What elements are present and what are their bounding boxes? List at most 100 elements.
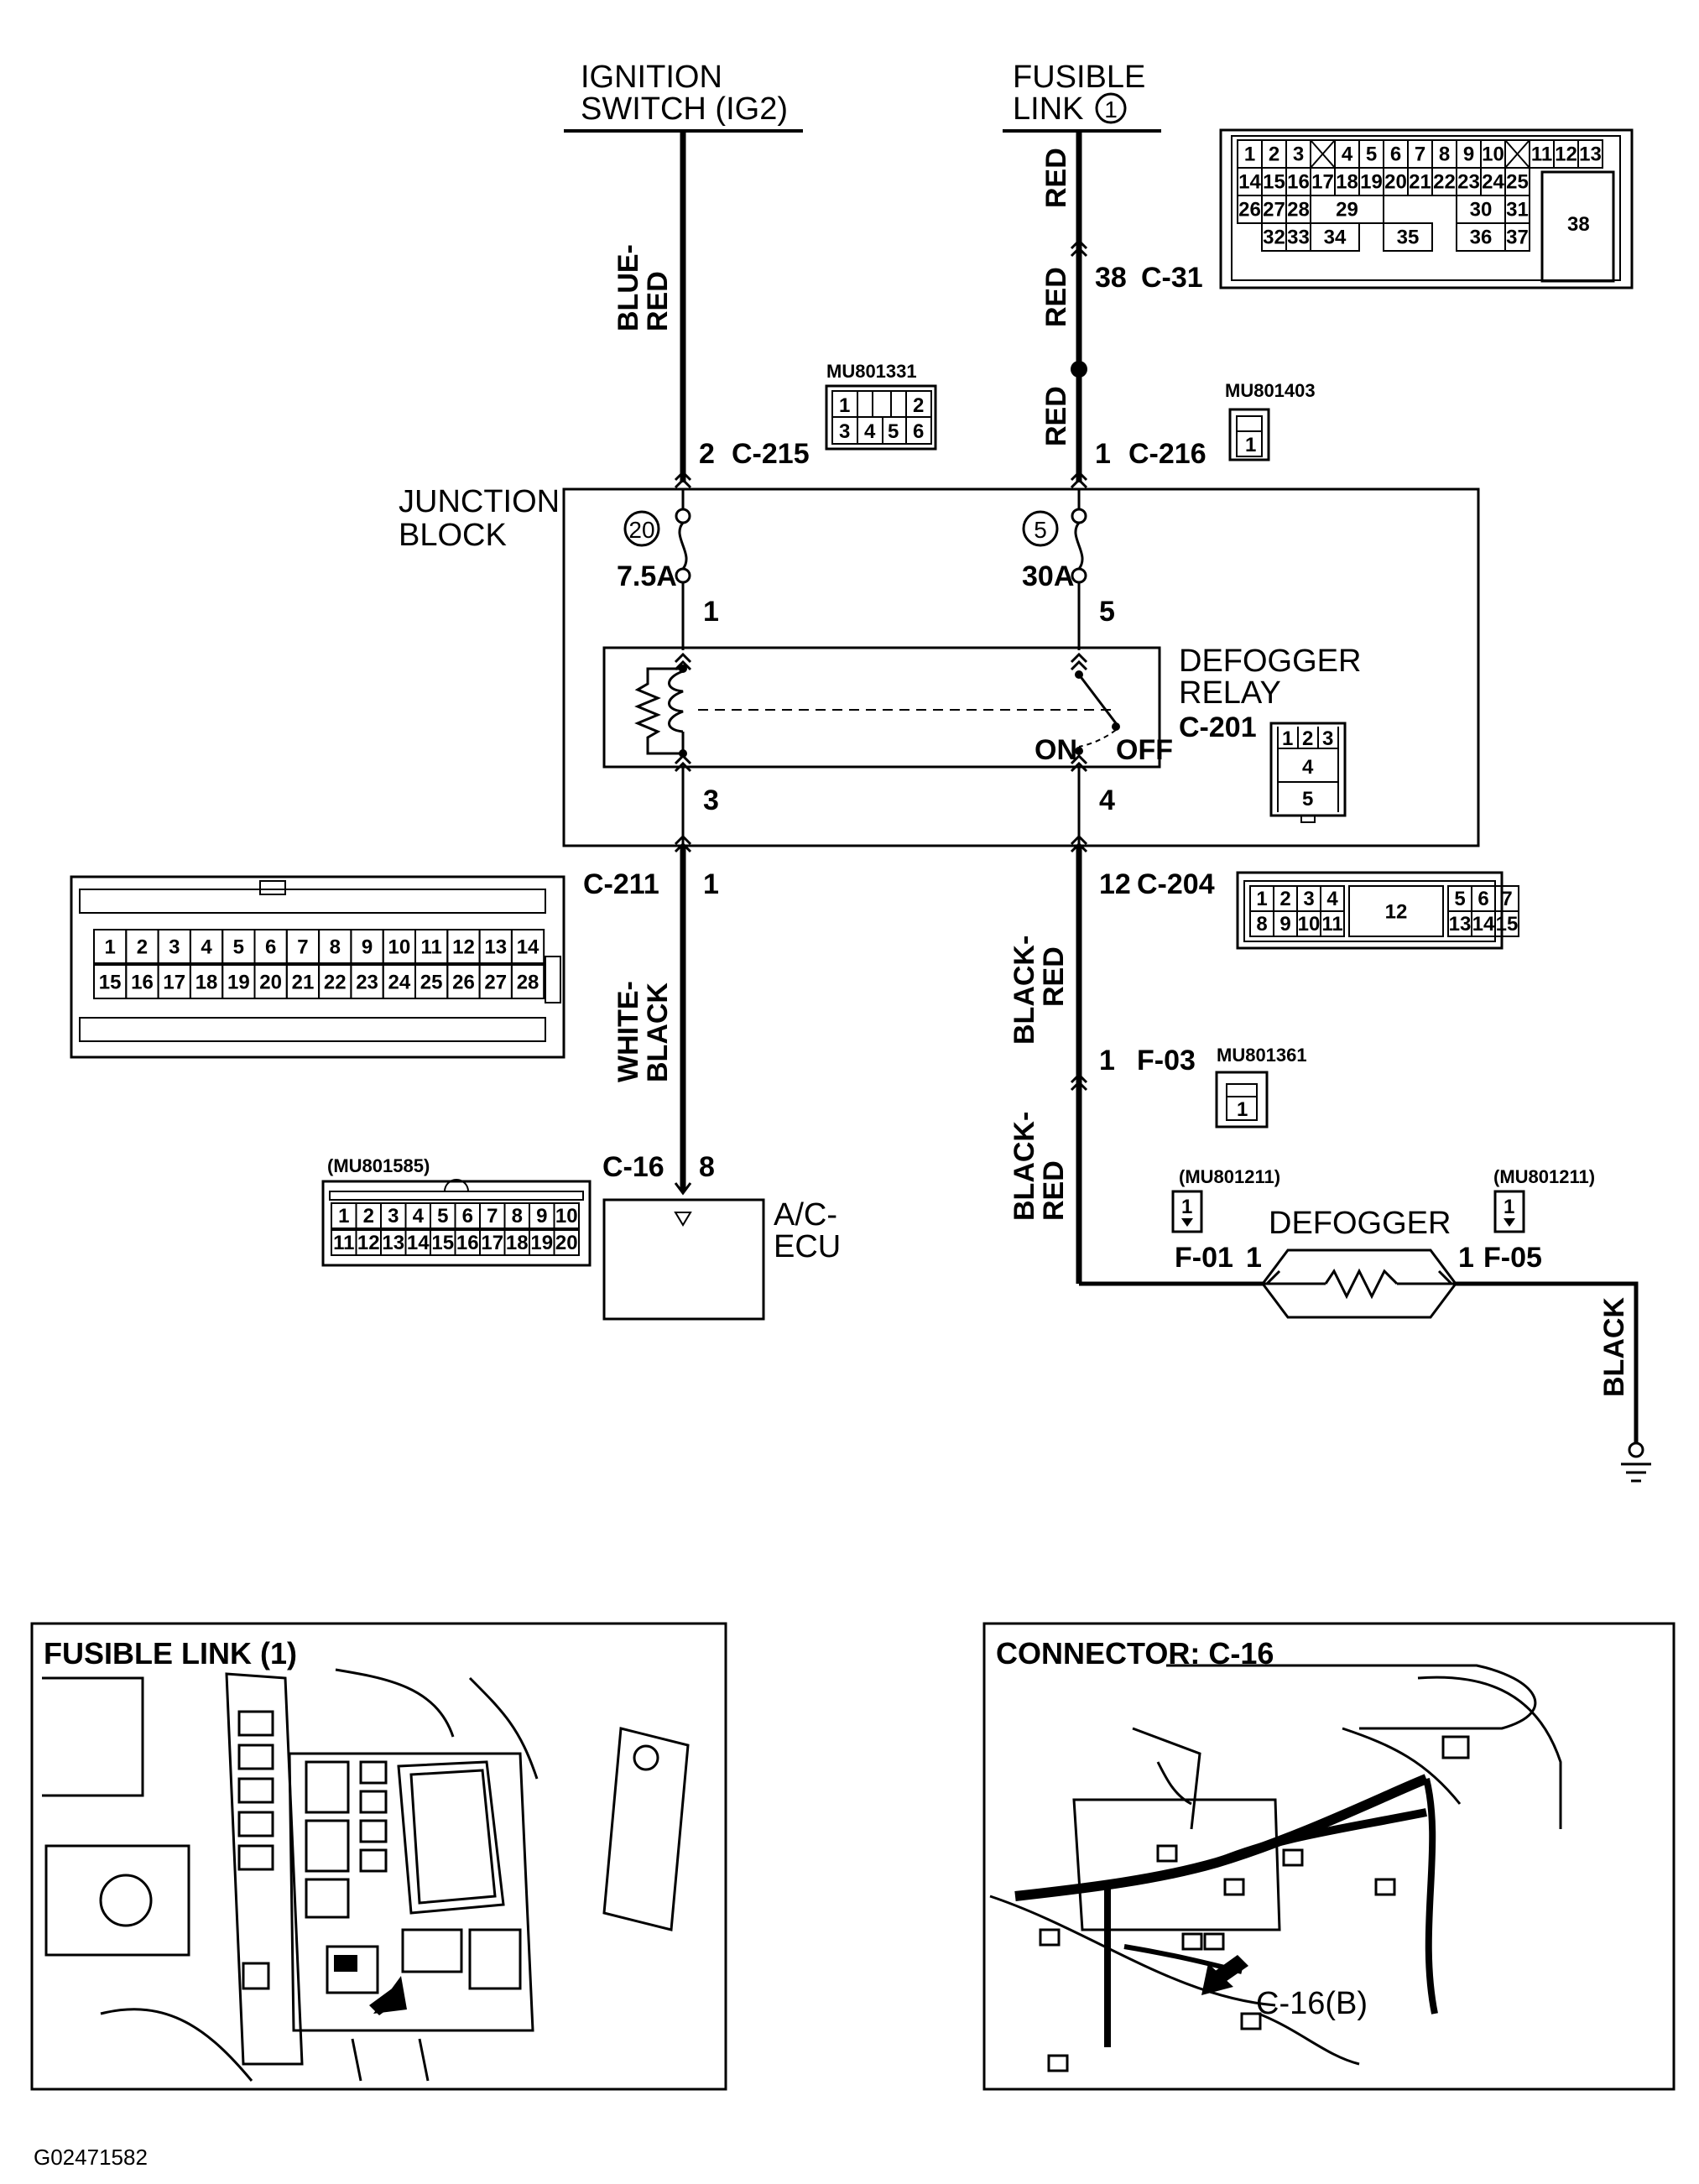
c16-part: (MU801585)	[327, 1155, 430, 1176]
fusible-link-source: FUSIBLE LINK 1	[1003, 60, 1161, 133]
wire-black: BLACK	[1598, 1297, 1630, 1397]
c204-cell-12: 12	[1385, 901, 1408, 924]
c31-name: C-31	[1141, 262, 1203, 294]
c31-cell-14: 14	[1238, 170, 1261, 193]
c31-cell-3: 3	[1293, 143, 1304, 165]
c215-cell-2: 2	[913, 394, 924, 417]
ecu-label-2: ECU	[774, 1229, 841, 1264]
left-wire: BLUE- RED 2 C-215	[612, 131, 810, 489]
c31-cell-17: 17	[1311, 170, 1334, 193]
c215-pin: 2	[699, 438, 715, 470]
c31-cell-8: 8	[1439, 143, 1450, 165]
c31-cell-31: 31	[1506, 198, 1529, 221]
c211-cell-21: 21	[292, 972, 315, 994]
f01-name: F-01	[1175, 1242, 1233, 1274]
c211-cell-14: 14	[517, 936, 539, 959]
c211-cell-5: 5	[233, 936, 244, 959]
fusible-label-1: FUSIBLE	[1013, 60, 1145, 95]
relay-on-label: ON	[1035, 734, 1077, 766]
c211-cell-27: 27	[484, 972, 507, 994]
c211-cell-11: 11	[420, 936, 441, 959]
c16-cell-15: 15	[431, 1232, 454, 1254]
c204-cell-5: 5	[1454, 888, 1465, 910]
f01-cell-1: 1	[1181, 1196, 1192, 1218]
wire-white-black-2: BLACK	[642, 983, 674, 1082]
c31-cell-25: 25	[1506, 170, 1529, 193]
c31-cell-6: 6	[1390, 143, 1401, 165]
c204-cell-4: 4	[1326, 888, 1338, 910]
relay-cell-4: 4	[1302, 756, 1314, 779]
c211-cell-3: 3	[169, 936, 180, 959]
c211-cell-4: 4	[201, 936, 212, 959]
c211-cell-26: 26	[452, 972, 475, 994]
c211-cell-10: 10	[388, 936, 410, 959]
relay-title-1: DEFOGGER	[1179, 644, 1361, 679]
c211-cell-19: 19	[227, 972, 250, 994]
relay-name: C-201	[1179, 711, 1257, 743]
c16-cell-20: 20	[555, 1232, 578, 1254]
f05-name: F-05	[1483, 1242, 1542, 1274]
c31-cell-30: 30	[1470, 198, 1493, 221]
c31-cell-22: 22	[1433, 170, 1456, 193]
lower-right-wire: 12 C-204 BLACK- RED 1 F-03 BLACK- RED F-…	[1008, 835, 1651, 1483]
wire-black-red-1b: RED	[1038, 946, 1070, 1007]
c31-cell-21: 21	[1409, 170, 1431, 193]
fuse-right-pin: 5	[1099, 596, 1115, 628]
c31-cell-28: 28	[1287, 198, 1310, 221]
c204-cell-14: 14	[1472, 913, 1495, 936]
c204-cell-2: 2	[1279, 888, 1290, 910]
c16-cell-9: 9	[536, 1205, 547, 1228]
c31-cell-35: 35	[1397, 226, 1420, 248]
fusible-label-2: LINK	[1013, 91, 1083, 127]
lower-left-wire: C-211 1 WHITE- BLACK C-16 8 A/C- ECU	[583, 835, 841, 1321]
c31-pin: 38	[1095, 262, 1127, 294]
wire-blue-red-1: BLUE-	[612, 244, 644, 331]
c31-cell-2: 2	[1269, 143, 1279, 165]
junction-pin-3: 3	[703, 784, 719, 816]
c204-cell-7: 7	[1501, 888, 1512, 910]
c216-name: C-216	[1128, 438, 1206, 470]
c31-cell-5: 5	[1366, 143, 1377, 165]
c211-cell-9: 9	[362, 936, 373, 959]
c31-cell-11: 11	[1531, 143, 1552, 165]
c204-cell-9: 9	[1279, 913, 1290, 936]
c211-cell-16: 16	[131, 972, 154, 994]
c31-cell-29: 29	[1336, 198, 1358, 221]
relay-off-label: OFF	[1116, 734, 1173, 766]
c211-cell-2: 2	[137, 936, 148, 959]
relay-title-2: RELAY	[1179, 675, 1281, 711]
relay-cell-1: 1	[1282, 727, 1293, 750]
c31-cell-38: 38	[1567, 213, 1590, 236]
c31-cell-34: 34	[1324, 226, 1347, 248]
ignition-label-1: IGNITION	[581, 60, 722, 95]
c16-cell-8: 8	[512, 1205, 523, 1228]
c16-cell-14: 14	[407, 1232, 430, 1254]
c204-pin: 12	[1099, 868, 1131, 900]
junction-title-1: JUNCTION	[399, 484, 560, 519]
c31-cell-20: 20	[1384, 170, 1407, 193]
c211-cell-20: 20	[259, 972, 282, 994]
c211-cell-25: 25	[420, 972, 443, 994]
wire-black-red-2b: RED	[1038, 1160, 1070, 1221]
junction-pin-4: 4	[1099, 784, 1115, 816]
wire-red-2: RED	[1040, 267, 1072, 327]
c31-cell-9: 9	[1463, 143, 1474, 165]
wire-black-red-2a: BLACK-	[1008, 1112, 1040, 1221]
f05-cell-1: 1	[1504, 1196, 1514, 1218]
c211-cell-23: 23	[356, 972, 378, 994]
c216-connector-face: MU801403 1	[1225, 380, 1316, 461]
fusible-link-panel: FUSIBLE LINK (1)	[30, 1622, 727, 2091]
c31-cell-16: 16	[1287, 170, 1310, 193]
c204-cell-10: 10	[1298, 913, 1321, 936]
c211-cell-8: 8	[330, 936, 341, 959]
fuse-left-rating: 7.5A	[617, 560, 677, 592]
c204-name: C-204	[1137, 868, 1215, 900]
c16-pin: 8	[699, 1151, 715, 1183]
c16-cell-11: 11	[333, 1232, 354, 1254]
f03-name: F-03	[1137, 1045, 1196, 1076]
c31-cell-18: 18	[1336, 170, 1358, 193]
c16-cell-16: 16	[456, 1232, 479, 1254]
c16-cell-4: 4	[413, 1205, 425, 1228]
f01-part: (MU801211)	[1179, 1166, 1280, 1187]
